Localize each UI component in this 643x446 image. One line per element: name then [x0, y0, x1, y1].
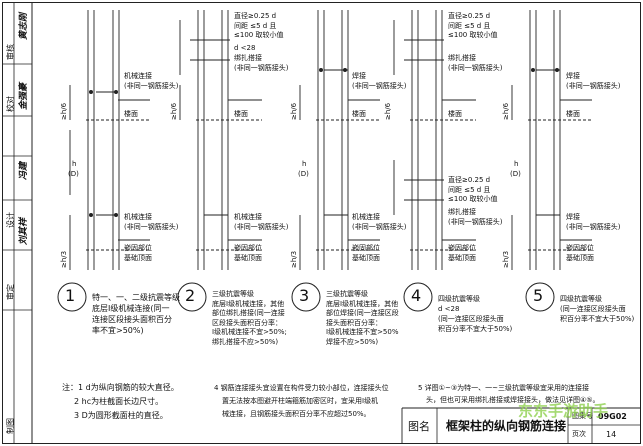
lbl-floor-2: 楼面 — [234, 110, 248, 118]
lbl-weld-3: 焊接 — [352, 72, 366, 80]
lbl-sp2-4: ≤100 取较小值 — [448, 31, 498, 39]
lbl-embed-1b: 基础顶面 — [124, 254, 152, 262]
dim-D-1: (D) — [68, 170, 79, 178]
note-5-a: 5 详图①~③为特一、一~三级抗震等级宜采用的连接接 — [418, 384, 589, 392]
lbl-same-2b: (非同一钢筋接头) — [234, 223, 289, 231]
lbl-weld-5: 焊接 — [566, 72, 580, 80]
lbl-embed-3b: 基础顶面 — [352, 254, 380, 262]
lbl-same-1b: (非同一钢筋接头) — [124, 223, 179, 231]
lbl-floor-4: 楼面 — [448, 110, 462, 118]
lbl-embed-4a: 嵌固部位 — [448, 244, 476, 252]
note-4-c: 械连接，且钢筋接头面积百分率不应超过50%。 — [222, 410, 371, 418]
lbl-embed-3a: 嵌固部位 — [352, 244, 380, 252]
lbl-same-5: (非同一钢筋接头) — [566, 82, 621, 90]
case-5-desc: 四级抗震等级(同一连接区段接头面 积百分率不宜大于50%) — [560, 295, 635, 323]
case-1-desc: 特一、一、二级抗震等级底层I级机械连接(同一 连接区段接头面积百分率不宜>50%… — [92, 293, 180, 335]
lbl-same-4: (非同一钢筋接头) — [448, 64, 503, 72]
detail-num-1: 1 — [65, 286, 76, 305]
atlas-number: 09G02 — [598, 412, 627, 421]
lbl-d28-2: d <28 — [234, 44, 256, 52]
dim-hn3-5: ≥h/3 — [502, 250, 510, 268]
lbl-mech-1: 机械连接 — [124, 72, 152, 80]
dim-D-3: (D) — [298, 170, 309, 178]
lbl-embed-1a: 嵌固部位 — [124, 244, 152, 252]
lbl-sp2-2: ≤100 取较小值 — [234, 31, 284, 39]
detail-num-3: 3 — [299, 286, 310, 305]
dim-hn6-3: ≥h/6 — [290, 102, 298, 120]
watermark: 东东手游助手 — [518, 402, 609, 420]
footer-page-label: 页次 — [572, 430, 586, 438]
lbl-lap-4: 绑扎搭接 — [448, 54, 476, 62]
lbl-embed-4b: 基础顶面 — [448, 254, 476, 262]
lbl-mech-3: 机械连接 — [352, 213, 380, 221]
lbl-lap-4b: 绑扎搭接 — [448, 208, 476, 216]
note-3: 3 D为圆形截面柱的直径。 — [74, 411, 168, 420]
dim-hn6-5: ≥h/6 — [502, 102, 510, 120]
detail-num-4: 4 — [411, 286, 422, 305]
dim-hn-1: h — [72, 160, 77, 168]
lbl-sp2-4b: ≤100 取较小值 — [448, 195, 498, 203]
lbl-sp1-4: 间距 ≤5 d 且 — [448, 22, 491, 30]
lbl-embed-5b: 基础顶面 — [566, 254, 594, 262]
lbl-same-3b: (非同一钢筋接头) — [352, 223, 407, 231]
dim-hn6-1: ≥h/6 — [60, 102, 68, 120]
detail-num-2: 2 — [185, 286, 196, 305]
dim-hn-3: h — [302, 160, 307, 168]
dim-hn6-2: ≥h/6 — [170, 102, 178, 120]
lbl-dia-2: 直径≥0.25 d — [234, 12, 277, 20]
note-4-b: 置无法按本图避开柱端箍筋加密区时，宜采用I级机 — [222, 397, 379, 405]
dim-hn-5: h — [514, 160, 519, 168]
case-3-desc: 三级抗震等级底层I级机械连接，其他 部位焊接(同一连接区段接头面积百分率： I级… — [326, 290, 399, 346]
case-2-desc: 三级抗震等级底层I级机械连接，其他 部位绑扎搭接(同一连接区段接头面积百分率： … — [212, 290, 287, 346]
lbl-floor-5: 楼面 — [566, 110, 580, 118]
lbl-dia-4b: 直径≥0.25 d — [448, 176, 491, 184]
note-1: 注：1 d为纵向钢筋的较大直径。 — [62, 383, 179, 392]
note-5-b: 头，但也可采用绑扎搭接或焊接接头，做法见详图④⑤。 — [426, 396, 600, 404]
dim-hn3-1: ≥h/3 — [60, 250, 68, 268]
lbl-embed-2a: 嵌固部位 — [234, 244, 262, 252]
lbl-same-5b: (非同一钢筋接头) — [566, 223, 621, 231]
detail-num-5: 5 — [533, 286, 544, 305]
figure-title: 框架柱的纵向钢筋连接 — [446, 419, 567, 433]
lbl-same-2: (非同一钢筋接头) — [234, 64, 289, 72]
lbl-dia-4: 直径≥0.25 d — [448, 12, 491, 20]
note-2: 2 hc为柱截面长边尺寸。 — [74, 397, 164, 406]
dim-hn3-3: ≥h/3 — [290, 250, 298, 268]
lbl-sp1-2: 间距 ≤5 d 且 — [234, 22, 277, 30]
dim-hn6-4: ≥h/6 — [384, 102, 392, 120]
lbl-lap-2: 绑扎搭接 — [234, 54, 262, 62]
lbl-same-4b: (非同一钢筋接头) — [448, 218, 503, 226]
footer-figure-label: 图名 — [408, 420, 430, 433]
note-4-a: 4 钢筋连接接头宜设置在构件受力较小部位，连接接头位 — [214, 384, 389, 392]
lbl-embed-2b: 基础顶面 — [234, 254, 262, 262]
lbl-mech-2: 机械连接 — [234, 213, 262, 221]
dim-D-5: (D) — [510, 170, 521, 178]
lbl-weld-5b: 焊接 — [566, 213, 580, 221]
lbl-floor-1: 楼面 — [124, 110, 138, 118]
lbl-floor-3: 楼面 — [352, 110, 366, 118]
lbl-same-3: (非同一钢筋接头) — [352, 82, 407, 90]
lbl-mech-1b: 机械连接 — [124, 213, 152, 221]
lbl-embed-5a: 嵌固部位 — [566, 244, 594, 252]
page-number: 14 — [606, 430, 617, 439]
lbl-same-1: (非同一钢筋接头) — [124, 82, 179, 90]
footer-atlas-label: 图集号 — [572, 412, 593, 420]
lbl-sp1-4b: 间距 ≤5 d 且 — [448, 186, 491, 194]
